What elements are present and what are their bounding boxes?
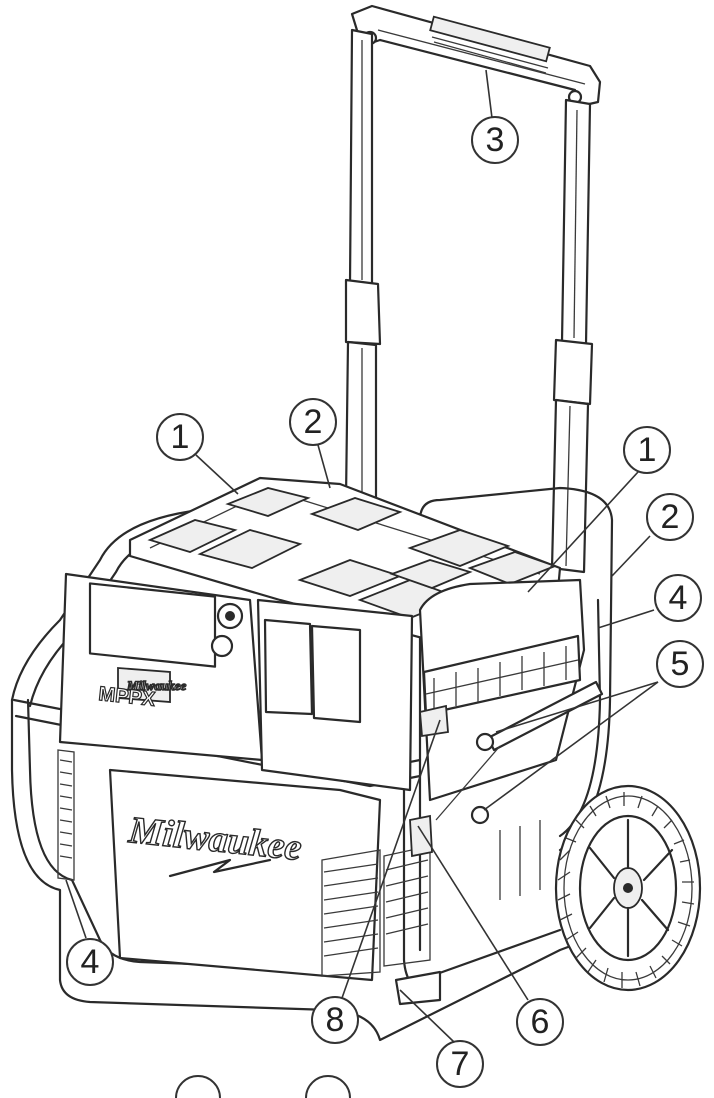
- svg-text:8: 8: [326, 1001, 345, 1039]
- callout-1-top-left: 1: [156, 413, 204, 461]
- callout-2-top-right: 2: [646, 493, 694, 541]
- svg-text:4: 4: [81, 943, 100, 981]
- vent-grille-front: [57, 749, 75, 881]
- callout-6: 6: [516, 998, 564, 1046]
- telescoping-handle: [344, 4, 602, 574]
- svg-text:7: 7: [451, 1045, 470, 1083]
- wheel: [554, 784, 702, 992]
- callout-4-bottom-left: 4: [66, 938, 114, 986]
- callout-3-handle: 3: [471, 116, 519, 164]
- svg-text:3: 3: [486, 121, 505, 159]
- callout-leaders: [65, 69, 659, 1043]
- cropped-callouts-bottom: [175, 1075, 351, 1098]
- callout-5: 5: [656, 640, 704, 688]
- vent-louvers-right: [422, 634, 582, 716]
- generator-body: Milwaukee MPPX Milwaukee: [57, 476, 604, 1006]
- callout-7: 7: [436, 1040, 484, 1088]
- svg-text:5: 5: [671, 645, 690, 683]
- callout-2-top-left: 2: [289, 398, 337, 446]
- callout-8: 8: [311, 996, 359, 1044]
- callout-4-right: 4: [654, 574, 702, 622]
- svg-text:2: 2: [304, 403, 323, 441]
- svg-text:2: 2: [661, 498, 680, 536]
- svg-text:1: 1: [171, 418, 190, 456]
- svg-text:6: 6: [531, 1003, 550, 1041]
- callout-1-top-right: 1: [623, 426, 671, 474]
- svg-text:4: 4: [669, 579, 688, 617]
- panel-brand-logo: Milwaukee: [126, 678, 186, 693]
- svg-text:1: 1: [638, 431, 657, 469]
